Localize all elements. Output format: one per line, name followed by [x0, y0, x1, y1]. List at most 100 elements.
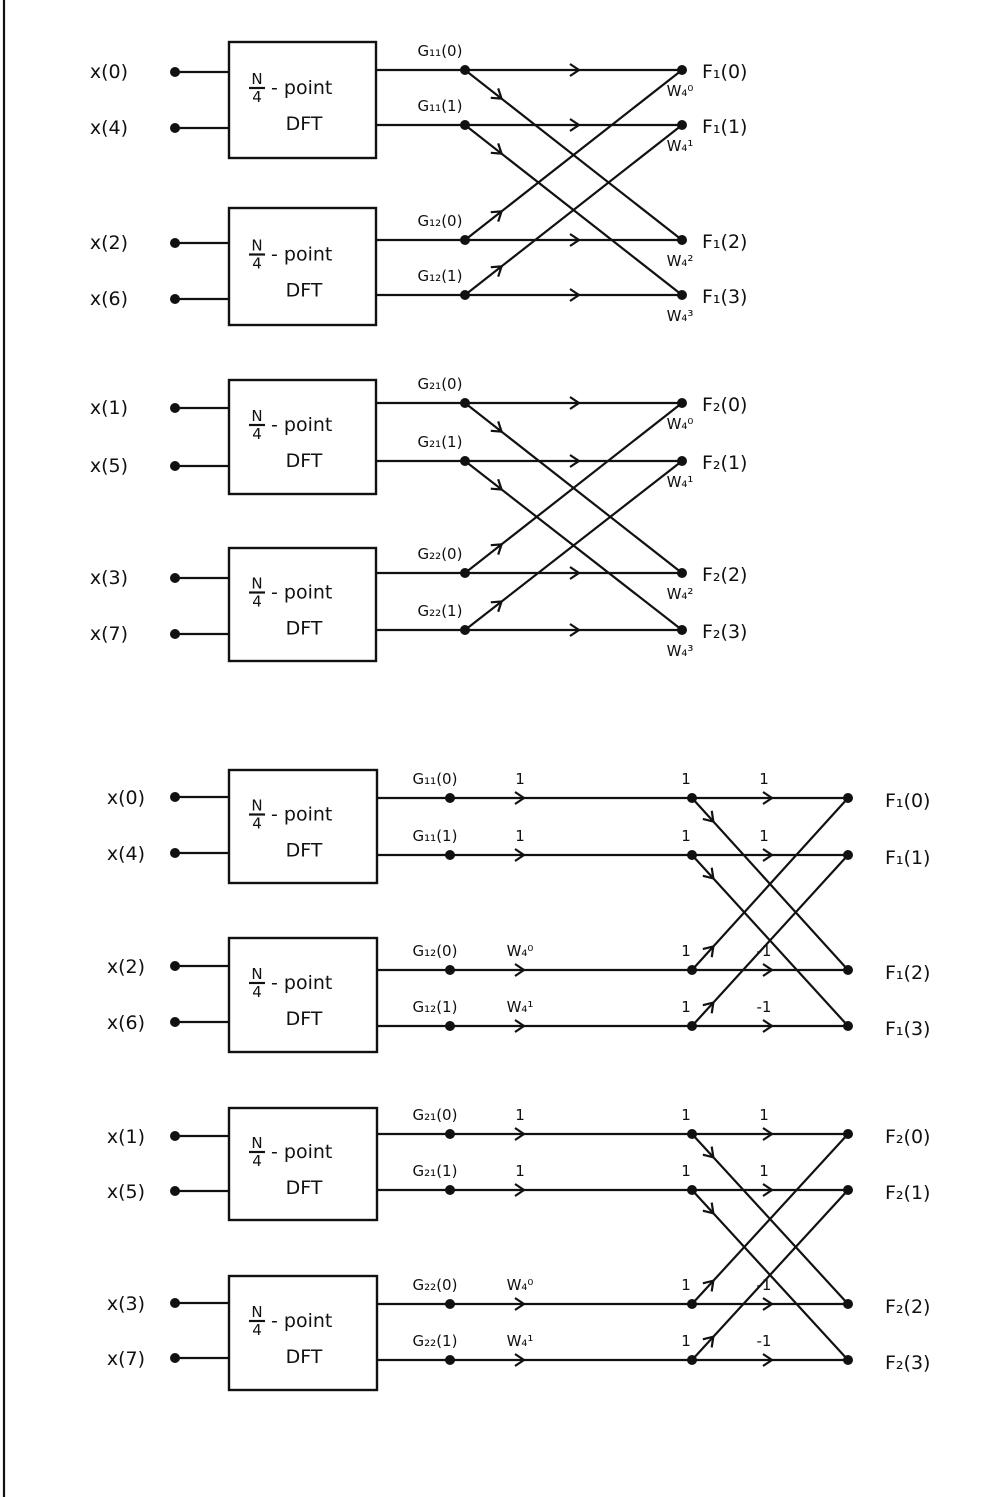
dft-block	[227, 1274, 379, 1392]
dft-block	[227, 546, 378, 663]
arrow-head	[762, 963, 774, 977]
arrow-head	[762, 848, 774, 862]
node-dot	[687, 1299, 697, 1309]
arrow-icon	[702, 810, 715, 824]
butterfly-weight-label: 1	[759, 770, 769, 788]
butterfly-weight-label: -1	[757, 1332, 772, 1350]
fraction-denominator: 4	[252, 593, 262, 611]
block-label-point: - point	[271, 1141, 332, 1163]
arrow-head	[702, 1335, 715, 1348]
node-dot	[445, 1355, 455, 1365]
arrow-head	[514, 1183, 526, 1197]
intermediate-label: G₁₂(1)	[413, 998, 458, 1016]
arrow-head	[569, 288, 581, 302]
arrow-icon	[569, 288, 581, 302]
block-label-point: - point	[271, 1310, 332, 1332]
arrow-head	[569, 118, 581, 132]
output-label: F₁(2)	[702, 231, 747, 253]
arrow-head	[702, 1202, 715, 1215]
node-dot	[843, 1021, 853, 1031]
node-dot	[677, 625, 687, 635]
fraction-numerator: N	[251, 575, 262, 593]
arrow-icon	[490, 421, 504, 433]
node-weight-label: 1	[681, 1276, 691, 1294]
output-label: F₂(0)	[885, 1126, 930, 1148]
input-label: x(7)	[107, 1348, 145, 1370]
input-label: x(7)	[90, 623, 128, 645]
arrow-icon	[702, 1279, 715, 1292]
node-dot	[445, 1185, 455, 1195]
arrow-icon	[702, 944, 715, 958]
block-label-dft: DFT	[286, 618, 323, 640]
node-weight-label: 1	[681, 1106, 691, 1124]
arrow-head	[762, 1127, 774, 1141]
block-label-dft: DFT	[286, 840, 323, 862]
node-dot	[843, 850, 853, 860]
output-label: F₁(0)	[885, 790, 930, 812]
butterfly-weight-label: 1	[759, 1162, 769, 1180]
intermediate-label: G₁₁(1)	[413, 827, 458, 845]
node-dot	[843, 965, 853, 975]
arrow-icon	[490, 88, 504, 100]
node-dot	[677, 120, 687, 130]
intermediate-label: G₁₁(1)	[418, 97, 463, 115]
arrow-head	[702, 1279, 715, 1292]
input-label: x(4)	[90, 117, 128, 139]
multiplier-label: 1	[515, 827, 525, 845]
twiddle-label: W₄²	[667, 252, 694, 270]
node-weight-label: 1	[681, 770, 691, 788]
arrow-head	[702, 1146, 715, 1159]
output-label: F₂(1)	[702, 452, 747, 474]
arrow-head	[569, 233, 581, 247]
node-weight-label: 1	[681, 1332, 691, 1350]
multiplier-label: 1	[515, 1162, 525, 1180]
arrow-icon	[514, 791, 526, 805]
node-dot	[677, 456, 687, 466]
butterfly-weight-label: 1	[759, 827, 769, 845]
arrow-head	[762, 1183, 774, 1197]
node-dot	[687, 1021, 697, 1031]
fraction-numerator: N	[251, 237, 262, 255]
arrow-head	[514, 791, 526, 805]
node-dot	[445, 793, 455, 803]
block-label-dft: DFT	[286, 1346, 323, 1368]
block-label-dft: DFT	[286, 113, 323, 135]
intermediate-label: G₂₂(1)	[413, 1332, 458, 1350]
output-label: F₂(0)	[702, 394, 747, 416]
twiddle-label: W₄³	[667, 307, 694, 325]
block-label-point: - point	[271, 77, 332, 99]
intermediate-label: G₂₂(0)	[413, 1276, 458, 1294]
intermediate-label: G₁₂(1)	[418, 267, 463, 285]
input-label: x(2)	[90, 232, 128, 254]
dft-block	[227, 768, 379, 885]
dft-block	[227, 40, 378, 160]
dft-block	[227, 206, 378, 327]
multiplier-label: 1	[515, 770, 525, 788]
dft-block	[227, 1106, 379, 1222]
intermediate-label: G₂₁(0)	[418, 375, 463, 393]
node-dot	[677, 235, 687, 245]
arrow-head	[490, 421, 504, 433]
arrow-head	[702, 944, 715, 958]
intermediate-label: G₁₁(0)	[418, 42, 463, 60]
arrow-icon	[569, 63, 581, 77]
node-dot	[687, 1185, 697, 1195]
node-dot	[843, 1129, 853, 1139]
node-dot	[843, 1355, 853, 1365]
output-label: F₂(2)	[702, 564, 747, 586]
block-label-point: - point	[271, 414, 332, 436]
fraction-numerator: N	[251, 1303, 262, 1321]
arrow-head	[569, 396, 581, 410]
arrow-icon	[702, 1001, 715, 1014]
arrow-head	[762, 1353, 774, 1367]
arrow-head	[490, 143, 504, 155]
block-label-dft: DFT	[286, 1177, 323, 1199]
arrow-icon	[490, 543, 504, 555]
multiplier-label: W₄⁰	[507, 942, 534, 960]
arrow-head	[490, 600, 504, 613]
arrow-icon	[514, 1127, 526, 1141]
output-label: F₁(0)	[702, 61, 747, 83]
arrow-head	[569, 454, 581, 468]
multiplier-label: W₄¹	[507, 998, 534, 1016]
butterfly-weight-label: -1	[757, 998, 772, 1016]
